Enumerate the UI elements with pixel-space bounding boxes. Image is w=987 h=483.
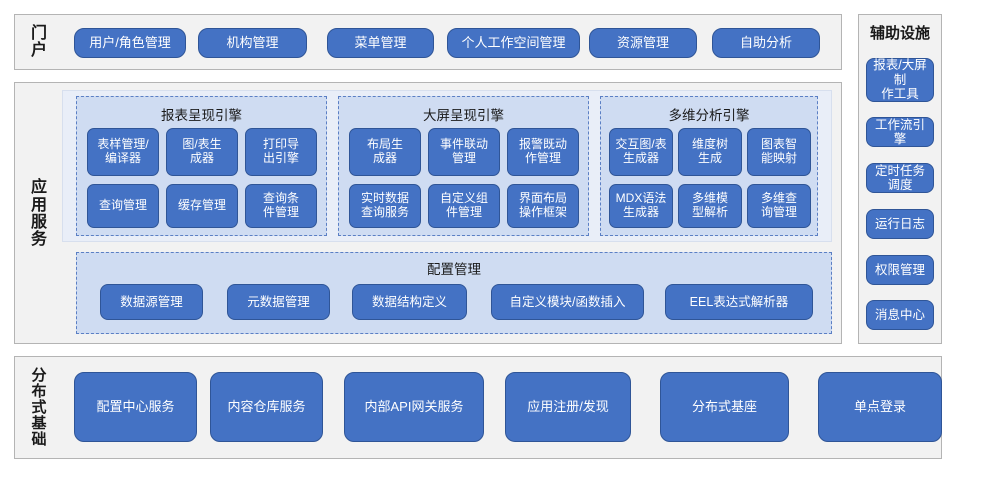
infra-label-char: 式 xyxy=(31,398,47,416)
portal-button-resource-management[interactable]: 资源管理 xyxy=(589,28,697,58)
engine-title-report-rendering: 报表呈现引擎 xyxy=(161,108,242,123)
aux-button-scheduled-task-scheduler[interactable]: 定时任务调度 xyxy=(866,163,934,193)
engine-button-custom-component-management[interactable]: 自定义组 件管理 xyxy=(428,184,500,228)
engine-button-report-template-manager[interactable]: 表样管理/ 编译器 xyxy=(87,128,159,176)
config-button-eel-expression-parser[interactable]: EEL表达式解析器 xyxy=(665,284,813,320)
infra-label-char: 布 xyxy=(31,382,47,400)
config-button-custom-module-function-insert[interactable]: 自定义模块/函数插入 xyxy=(491,284,644,320)
engine-button-event-linkage-management[interactable]: 事件联动 管理 xyxy=(428,128,500,176)
portal-button-menu-management[interactable]: 菜单管理 xyxy=(327,28,434,58)
aux-button-workflow-engine[interactable]: 工作流引擎 xyxy=(866,117,934,147)
engine-button-chart-smart-mapping[interactable]: 图表智 能映射 xyxy=(747,128,811,176)
portal-button-self-service-analysis[interactable]: 自助分析 xyxy=(712,28,820,58)
auxiliary-section-title: 辅助设施 xyxy=(869,25,930,42)
engine-button-cache-management[interactable]: 缓存管理 xyxy=(166,184,238,228)
config-button-datasource-management[interactable]: 数据源管理 xyxy=(100,284,203,320)
app-label-char: 应 xyxy=(30,179,47,197)
engine-button-multidim-model-parsing[interactable]: 多维模 型解析 xyxy=(678,184,742,228)
engine-title-bigscreen-rendering: 大屏呈现引擎 xyxy=(423,108,504,123)
aux-button-report-bigscreen-authoring-tool[interactable]: 报表/大屏制 作工具 xyxy=(866,58,934,102)
app-label-char: 务 xyxy=(30,231,47,249)
portal-label-char: 户 xyxy=(30,42,47,59)
engine-title-multidim-analysis: 多维分析引擎 xyxy=(668,108,750,123)
portal-button-personal-workspace-management[interactable]: 个人工作空间管理 xyxy=(447,28,580,58)
infra-label-char: 分 xyxy=(31,366,47,384)
engine-button-alarm-action-management[interactable]: 报警既动 作管理 xyxy=(507,128,579,176)
config-button-data-structure-definition[interactable]: 数据结构定义 xyxy=(352,284,467,320)
app-service-section-label: 应 用 服 务 xyxy=(22,166,56,262)
engine-button-realtime-data-query-service[interactable]: 实时数据 查询服务 xyxy=(349,184,421,228)
config-button-metadata-management[interactable]: 元数据管理 xyxy=(227,284,330,320)
engine-button-dimension-tree-generation[interactable]: 维度树 生成 xyxy=(678,128,742,176)
engine-button-print-export-engine[interactable]: 打印导 出引擎 xyxy=(245,128,317,176)
app-label-char: 服 xyxy=(30,214,47,231)
engine-button-query-management[interactable]: 查询管理 xyxy=(87,184,159,228)
portal-label-char: 门 xyxy=(30,24,47,42)
infra-button-content-repository-service[interactable]: 内容仓库服务 xyxy=(210,372,323,442)
engine-button-layout-generator[interactable]: 布局生 成器 xyxy=(349,128,421,176)
infra-button-internal-api-gateway-service[interactable]: 内部API网关服务 xyxy=(344,372,484,442)
infra-button-config-center-service[interactable]: 配置中心服务 xyxy=(74,372,197,442)
aux-button-permission-management[interactable]: 权限管理 xyxy=(866,255,934,285)
infra-button-distributed-base[interactable]: 分布式基座 xyxy=(660,372,789,442)
infra-label-char: 基 xyxy=(31,415,47,433)
engine-button-multidim-query-management[interactable]: 多维查 询管理 xyxy=(747,184,811,228)
engine-button-chart-table-generator[interactable]: 图/表生 成器 xyxy=(166,128,238,176)
aux-button-message-center[interactable]: 消息中心 xyxy=(866,300,934,330)
config-management-title: 配置管理 xyxy=(427,262,481,277)
engine-button-mdx-syntax-generator[interactable]: MDX语法 生成器 xyxy=(609,184,673,228)
infra-button-single-sign-on[interactable]: 单点登录 xyxy=(818,372,942,442)
aux-button-runtime-log[interactable]: 运行日志 xyxy=(866,209,934,239)
engine-button-query-condition-management[interactable]: 查询条 件管理 xyxy=(245,184,317,228)
engine-button-interactive-chart-generator[interactable]: 交互图/表 生成器 xyxy=(609,128,673,176)
portal-button-user-role-management[interactable]: 用户/角色管理 xyxy=(74,28,186,58)
infrastructure-section-label: 分 布 式 基 础 xyxy=(22,366,56,450)
engine-button-ui-layout-framework[interactable]: 界面布局 操作框架 xyxy=(507,184,579,228)
infra-label-char: 础 xyxy=(31,431,47,449)
portal-section-label: 门 户 xyxy=(22,20,56,64)
infra-button-app-registry-discovery[interactable]: 应用注册/发现 xyxy=(505,372,631,442)
portal-button-org-management[interactable]: 机构管理 xyxy=(198,28,307,58)
app-label-char: 用 xyxy=(30,196,47,214)
